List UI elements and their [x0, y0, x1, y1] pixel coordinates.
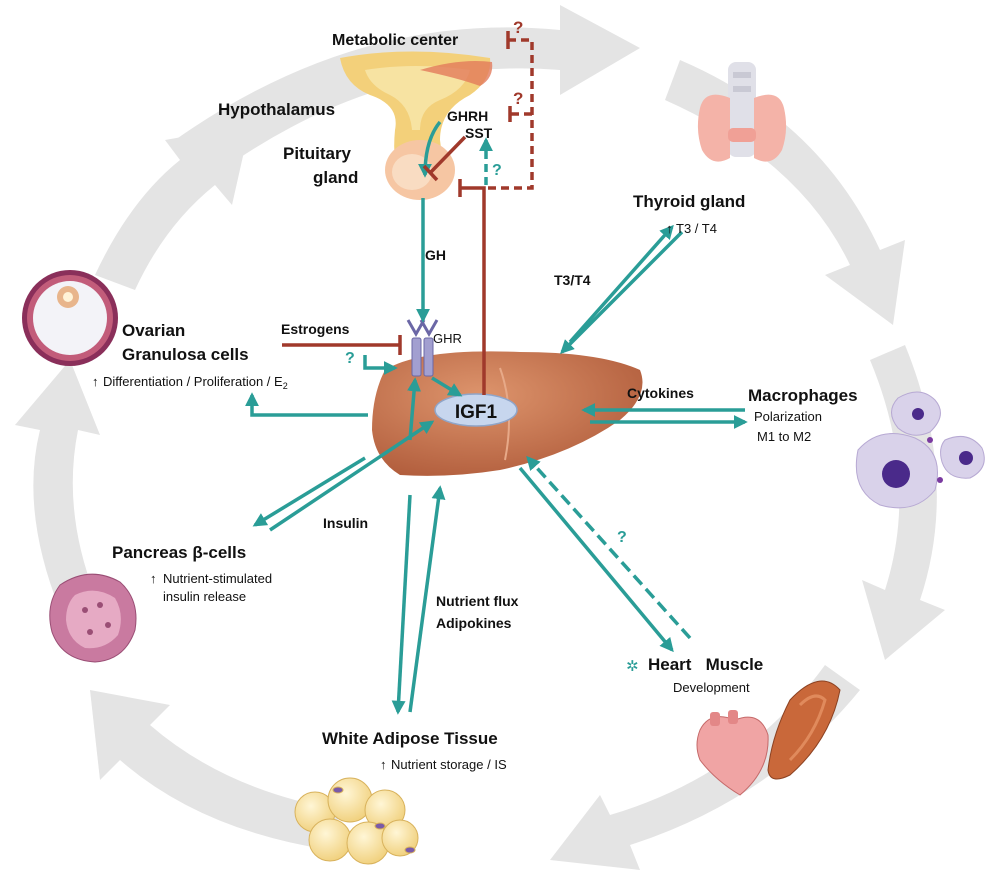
label-thyroid-title: Thyroid gland [633, 192, 745, 211]
label-heart-muscle: Heart Muscle [648, 655, 763, 674]
label-wat-effect: Nutrient storage / IS [391, 757, 507, 772]
label-pancreas-effect-1: Nutrient-stimulated [163, 571, 272, 586]
arrow-up-ovarian: ↑ [92, 374, 99, 389]
label-ovarian-2: Granulosa cells [122, 345, 249, 364]
label-pituitary-1: Pituitary [283, 144, 352, 163]
label-macrophages-title: Macrophages [748, 386, 858, 405]
label-development: Development [673, 680, 750, 695]
question-heart: ? [617, 529, 627, 546]
question-metabolic: ? [513, 18, 523, 37]
label-ovarian-subscript: 2 [283, 381, 288, 391]
label-pancreas-effect-2: insulin release [163, 589, 246, 604]
arrow-liver-to-pancreas [252, 456, 366, 527]
arrow-wat-to-liver [408, 485, 446, 713]
ghr-receptor-icon [406, 319, 439, 377]
arrow-pancreas-to-liver [269, 420, 435, 532]
label-cytokines: Cytokines [627, 385, 694, 401]
label-pituitary-2: gland [313, 168, 358, 187]
igf1-ellipse [434, 393, 518, 427]
cycle-arrow-left [15, 360, 100, 610]
arrow-insulin-to-ghr [407, 377, 422, 441]
label-igf1: IGF1 [455, 402, 498, 423]
label-hypothalamus: Hypothalamus [218, 100, 335, 119]
inhibit-sst-to-pituitary [428, 135, 467, 175]
label-nutrient-flux-2: Adipokines [436, 615, 512, 631]
label-pancreas-title: Pancreas β-cells [112, 543, 246, 562]
cycle-arrow-top-left [95, 125, 250, 290]
cycle-arrow-bottom-left [90, 690, 340, 850]
macrophages-illustration [855, 391, 985, 509]
label-estrogens: Estrogens [281, 321, 350, 337]
label-t3t4: T3/T4 [554, 272, 591, 288]
thyroid-illustration [697, 62, 787, 162]
arrow-heart-to-liver-dashed [526, 455, 692, 640]
question-estrogens: ? [345, 350, 355, 367]
teal-arrows [245, 120, 748, 715]
pancreas-islet-illustration [49, 573, 137, 663]
question-ghrh: ? [513, 89, 523, 108]
ovarian-follicle-illustration [22, 270, 118, 366]
arrow-ghr-to-igf1 [431, 376, 463, 397]
label-thyroid-effect: T3 / T4 [676, 221, 717, 236]
label-sst: SST [465, 125, 493, 141]
arrow-thyroid-to-liver [560, 230, 684, 354]
arrow-up-thyroid: ↑ [666, 221, 673, 236]
heart-muscle-illustration [696, 680, 841, 796]
arrow-liver-to-wat [391, 494, 412, 715]
heart-asterisk-icon: ✲ [626, 658, 639, 675]
inhibit-igf1-to-sst [460, 186, 486, 395]
label-nutrient-flux-1: Nutrient flux [436, 593, 519, 609]
arrow-liver-to-heart [518, 466, 674, 653]
label-macrophages-effect-2: M1 to M2 [757, 429, 811, 444]
label-ghrh: GHRH [447, 108, 488, 124]
cycle-arrow-top [175, 5, 640, 175]
adipose-illustration [294, 777, 419, 865]
label-wat-title: White Adipose Tissue [322, 729, 498, 748]
label-metabolic-center: Metabolic center [332, 32, 458, 49]
label-gh: GH [425, 247, 446, 263]
label-insulin: Insulin [323, 515, 368, 531]
question-igf1-hypo: ? [492, 162, 502, 179]
label-ovarian-effect: Differentiation / Proliferation / E2 [103, 374, 288, 391]
label-ghr: GHR [433, 331, 462, 346]
label-ovarian-1: Ovarian [122, 321, 185, 340]
arrow-liver-to-thyroid [568, 224, 674, 344]
arrow-estrogen-to-ghr [363, 355, 398, 375]
arrow-up-pancreas: ↑ [150, 571, 157, 586]
arrow-liver-to-ovarian [245, 392, 368, 417]
arrow-up-wat: ↑ [380, 757, 387, 772]
inhibition-lines [282, 31, 534, 395]
label-macrophages-effect-1: Polarization [754, 409, 822, 424]
